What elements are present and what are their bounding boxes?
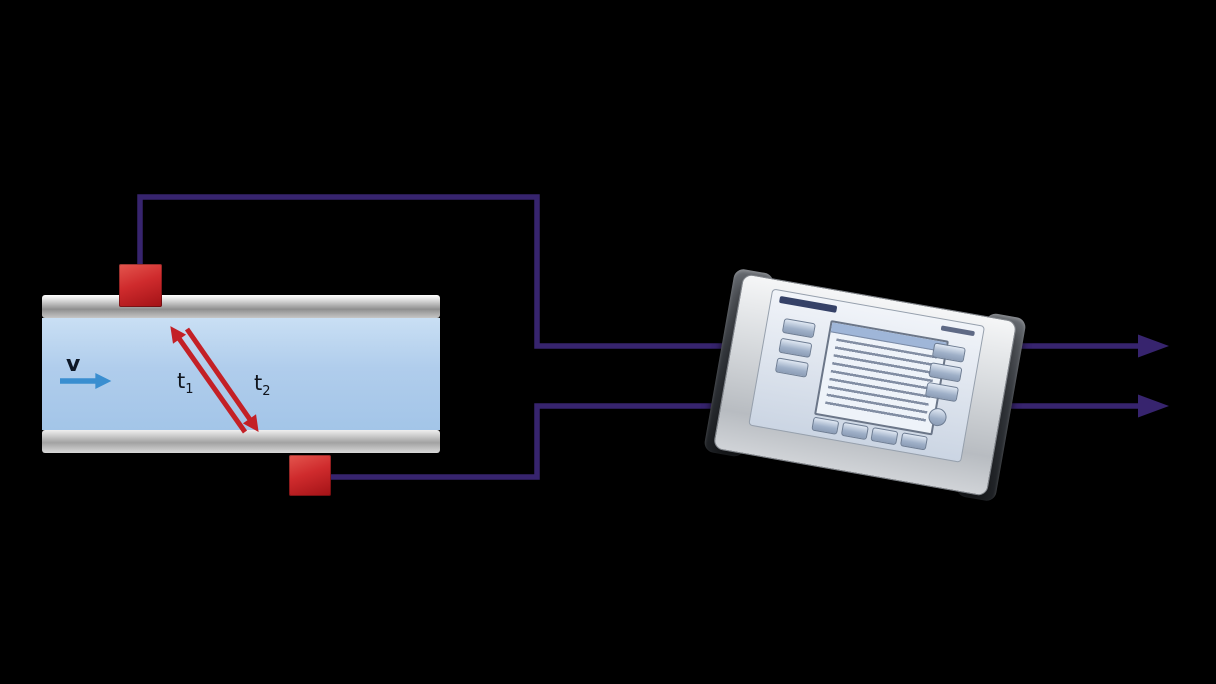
transit-time-1-subscript: 1	[185, 382, 194, 398]
transit-path-downstream-arrow	[184, 327, 259, 432]
transit-time-1-label: t1	[177, 369, 194, 397]
transit-time-2-subscript: 2	[262, 384, 271, 400]
device-model-text	[940, 325, 975, 337]
transit-path-upstream-arrow	[170, 326, 248, 434]
device-screen-text-lines	[824, 338, 938, 427]
device-key	[899, 432, 928, 451]
device-key	[870, 426, 899, 446]
device-front-panel	[748, 288, 986, 463]
device-brand-text	[778, 295, 838, 313]
output-signal-arrowhead-2	[1138, 394, 1169, 418]
device-key	[811, 416, 840, 435]
pipe-wall-bottom	[42, 430, 440, 453]
flow-velocity-label: v	[66, 352, 81, 377]
device-key	[778, 337, 813, 359]
device-key	[774, 357, 809, 378]
cable-top-transducer	[137, 194, 880, 349]
transducer-upstream	[119, 264, 162, 307]
transit-time-1-symbol: t	[177, 369, 186, 393]
transit-time-2-symbol: t	[254, 371, 263, 395]
device-key	[781, 317, 816, 339]
transit-time-2-label: t2	[254, 371, 271, 399]
output-signal-arrowhead-1	[1138, 334, 1169, 358]
transducer-downstream	[289, 455, 331, 496]
cable-bottom-transducer	[331, 403, 870, 480]
device-key	[840, 421, 869, 441]
